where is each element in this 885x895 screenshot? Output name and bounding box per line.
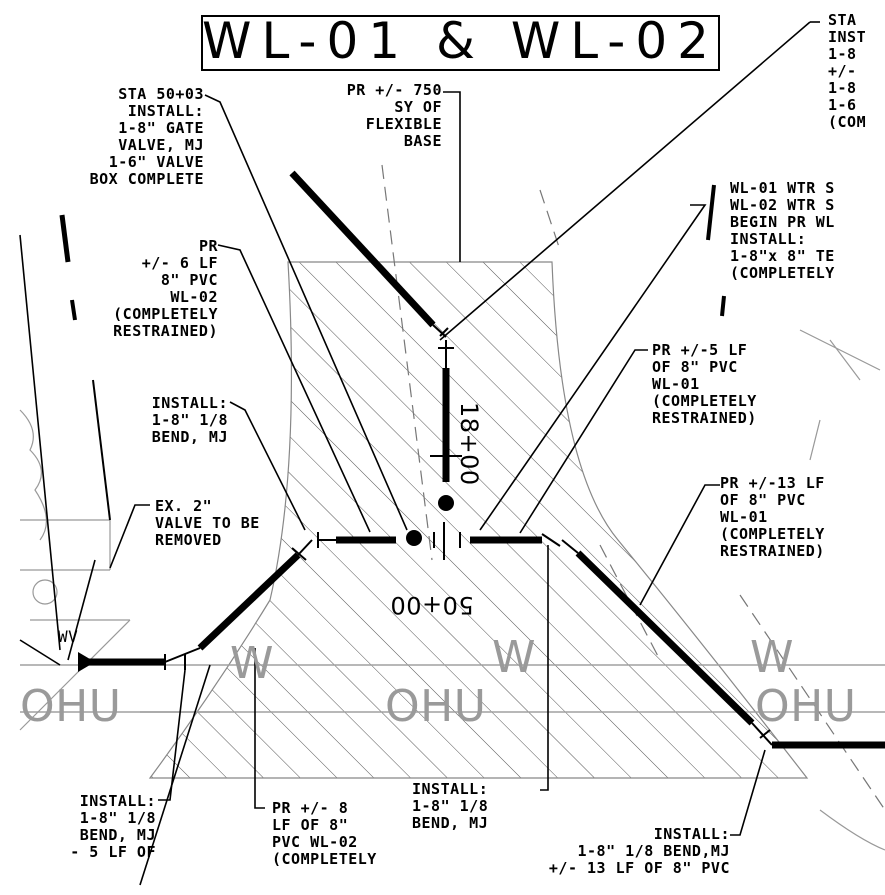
- note-pr-5lf: PR +/-5 LF OF 8" PVC WL-01 (COMPLETELY R…: [652, 341, 757, 427]
- light-lines: [19, 329, 885, 851]
- station-50-00: 50+00: [390, 591, 474, 619]
- note-sta-50-03: STA 50+03 INSTALL: 1-8" GATE VALVE, MJ 1…: [89, 85, 204, 188]
- ohu-label-left: OHU: [20, 681, 122, 732]
- note-pr-6lf: PR +/- 6 LF 8" PVC WL-02 (COMPLETELY RES…: [113, 237, 218, 340]
- note-install-bottom-center: INSTALL: 1-8" 1/8 BEND, MJ: [412, 780, 489, 832]
- note-sta-top-right: STA INST 1-8 +/- 1-8 1-6 (COM: [828, 11, 867, 131]
- note-ex-valve: EX. 2" VALVE TO BE REMOVED: [155, 497, 260, 549]
- fittings: [164, 324, 773, 746]
- proposed-water-line: [59, 170, 885, 749]
- note-pr-8lf: PR +/- 8 LF OF 8" PVC WL-02 (COMPLETELY: [272, 799, 377, 868]
- title-box: [201, 15, 720, 71]
- note-install-bend-left: INSTALL: 1-8" 1/8 BEND, MJ: [151, 394, 228, 446]
- note-install-bottom-right: INSTALL: 1-8" 1/8 BEND,MJ +/- 13 LF OF 8…: [548, 825, 730, 877]
- ohu-label-right: OHU: [755, 683, 857, 731]
- station-ticks: [430, 455, 462, 560]
- drawing-title: WL-01 & WL-02: [202, 12, 719, 70]
- flexible-base-area: [148, 261, 809, 779]
- w-label-center: W: [492, 632, 537, 683]
- w-label-left: W: [230, 638, 275, 689]
- station-18-00: 18+00: [455, 402, 483, 486]
- wv-label: WV: [58, 627, 79, 646]
- leader-lines: [19, 21, 820, 886]
- ohu-label-center: OHU: [385, 681, 487, 732]
- note-wl-begin: WL-01 WTR S WL-02 WTR S BEGIN PR WL INST…: [730, 179, 835, 282]
- valve-symbols: [78, 495, 454, 672]
- note-install-bottom-left: INSTALL: 1-8" 1/8 BEND, MJ - 5 LF OF: [70, 792, 156, 861]
- w-label-right: W: [750, 632, 795, 683]
- note-flexible-base: PR +/- 750 SY OF FLEXIBLE BASE: [346, 81, 442, 150]
- note-pr-13lf: PR +/-13 LF OF 8" PVC WL-01 (COMPLETELY …: [720, 474, 825, 560]
